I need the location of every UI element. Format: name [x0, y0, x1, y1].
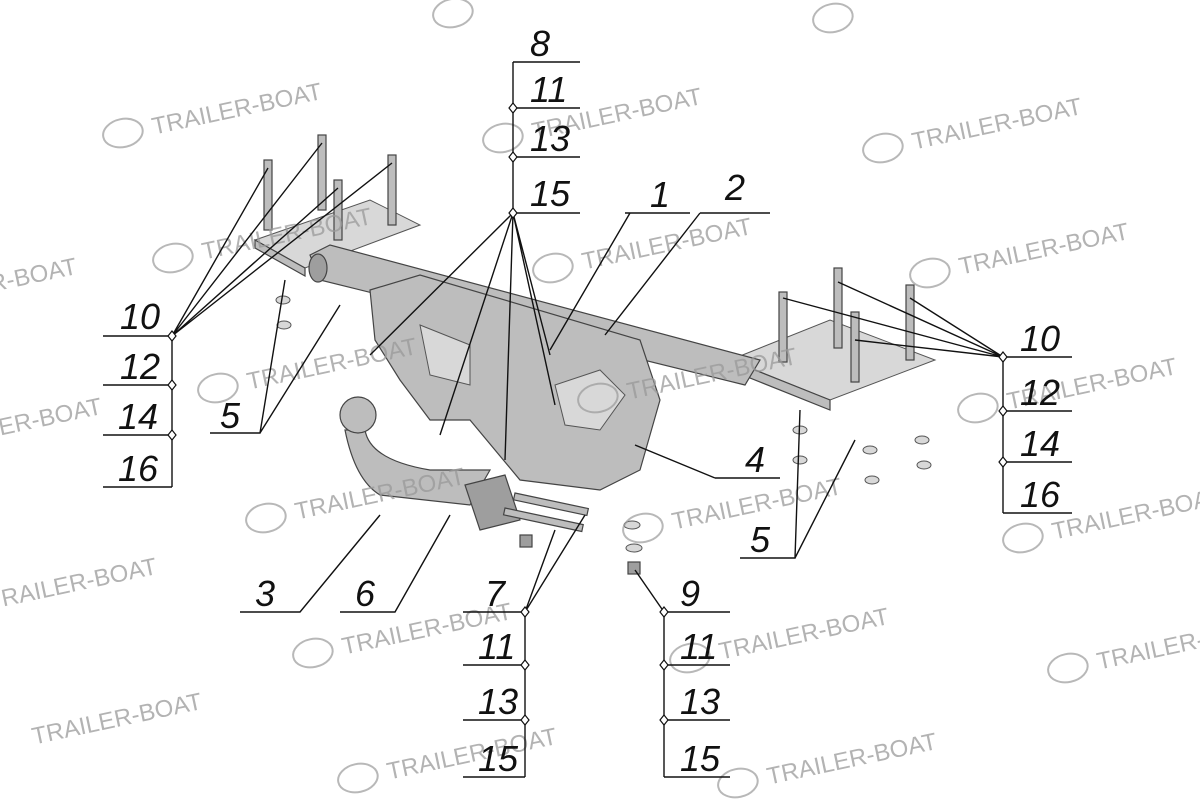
boat-logo-icon	[577, 382, 619, 414]
callout-labels: 8 11 13 15 10 12 14 16 10 12 14 16 7 11 …	[118, 23, 1061, 779]
boat-logo-icon	[669, 642, 711, 674]
callout-bottom-7: 7	[485, 573, 507, 614]
bolts-right	[778, 267, 915, 383]
central-bracket	[369, 274, 661, 491]
callout-part-3: 3	[255, 573, 275, 614]
tow-ball-neck	[344, 429, 492, 506]
socket-nut	[519, 534, 533, 548]
callout-left-10: 10	[120, 296, 160, 337]
crossbar-end-left	[308, 253, 328, 283]
watermark-text: TRAILER-BOAT	[717, 603, 892, 665]
callout-left-14: 14	[118, 396, 158, 437]
boat-logo-icon	[812, 2, 854, 34]
boat-logo-icon	[292, 637, 334, 669]
node-markers	[167, 102, 1008, 726]
watermark-text: TRAILER-BOAT	[1050, 483, 1200, 545]
watermark-text: TRAILER-BOAT	[1095, 613, 1200, 675]
callout-left-16: 16	[118, 448, 159, 489]
boat-logo-icon	[909, 257, 951, 289]
boat-logo-icon	[337, 762, 379, 794]
watermark-text: TRAILER-BOAT	[765, 728, 940, 790]
watermark-text: TRAILER-BOAT	[30, 688, 205, 750]
callout-bottom-right-13: 13	[680, 681, 720, 722]
callout-top-8: 8	[530, 23, 550, 64]
left-plate-edge	[254, 238, 306, 278]
callout-bottom-mid-15: 15	[478, 738, 519, 779]
boat-logo-icon	[432, 0, 474, 29]
callout-part-2: 2	[724, 167, 745, 208]
callout-bottom-mid-13: 13	[478, 681, 518, 722]
watermark-text: TRAILER-BOAT	[150, 78, 325, 140]
watermark-text: TRAILER-BOAT	[910, 93, 1085, 155]
callout-part-5-left: 5	[220, 395, 241, 436]
callout-part-1: 1	[650, 174, 670, 215]
callout-left-12: 12	[120, 346, 160, 387]
boat-logo-icon	[717, 767, 759, 799]
watermark-text: TRAILER-BOAT	[957, 218, 1132, 280]
boat-logo-icon	[245, 502, 287, 534]
socket-bolt	[502, 507, 584, 533]
socket-plate	[464, 474, 521, 531]
watermark-text: TRAILER-BOAT	[385, 723, 560, 785]
boat-logo-icon	[102, 117, 144, 149]
boat-logo-icon	[862, 132, 904, 164]
watermark-text: TRAILER-BOAT	[580, 213, 755, 275]
watermark-text: TRAILER-BOAT	[0, 253, 80, 315]
boat-logo-icon	[957, 392, 999, 424]
boat-logo-icon	[1047, 652, 1089, 684]
callout-top-13: 13	[530, 118, 570, 159]
callout-right-12: 12	[1020, 372, 1060, 413]
callout-bottom-right-15: 15	[680, 738, 721, 779]
boat-logo-icon	[532, 252, 574, 284]
boat-logo-icon	[197, 372, 239, 404]
boat-logo-icon	[152, 242, 194, 274]
callout-right-10: 10	[1020, 318, 1060, 359]
boat-logo-icon	[1002, 522, 1044, 554]
callout-right-16: 16	[1020, 474, 1061, 515]
leader-lines	[103, 61, 1072, 778]
bracket-cutout	[419, 324, 471, 386]
callout-top-11: 11	[530, 69, 567, 110]
boat-logo-icon	[622, 512, 664, 544]
callout-top-15: 15	[530, 173, 571, 214]
hitch-assembly	[253, 134, 937, 575]
callout-bottom-right-11: 11	[680, 626, 717, 667]
watermark-text: TRAILER-BOAT	[0, 393, 105, 455]
boat-logo-icon	[482, 122, 524, 154]
callout-part-4: 4	[745, 439, 765, 480]
callout-part-6: 6	[355, 573, 376, 614]
washers-nuts	[275, 295, 932, 575]
bolts-left	[263, 134, 397, 241]
tow-ball	[339, 396, 377, 434]
callout-right-14: 14	[1020, 423, 1060, 464]
callout-bottom-mid-11: 11	[478, 626, 515, 667]
socket-bolt-2	[512, 492, 590, 517]
callout-bottom-9: 9	[680, 573, 700, 614]
callout-part-5-right: 5	[750, 519, 771, 560]
watermark-text: TRAILER-BOAT	[0, 553, 160, 615]
